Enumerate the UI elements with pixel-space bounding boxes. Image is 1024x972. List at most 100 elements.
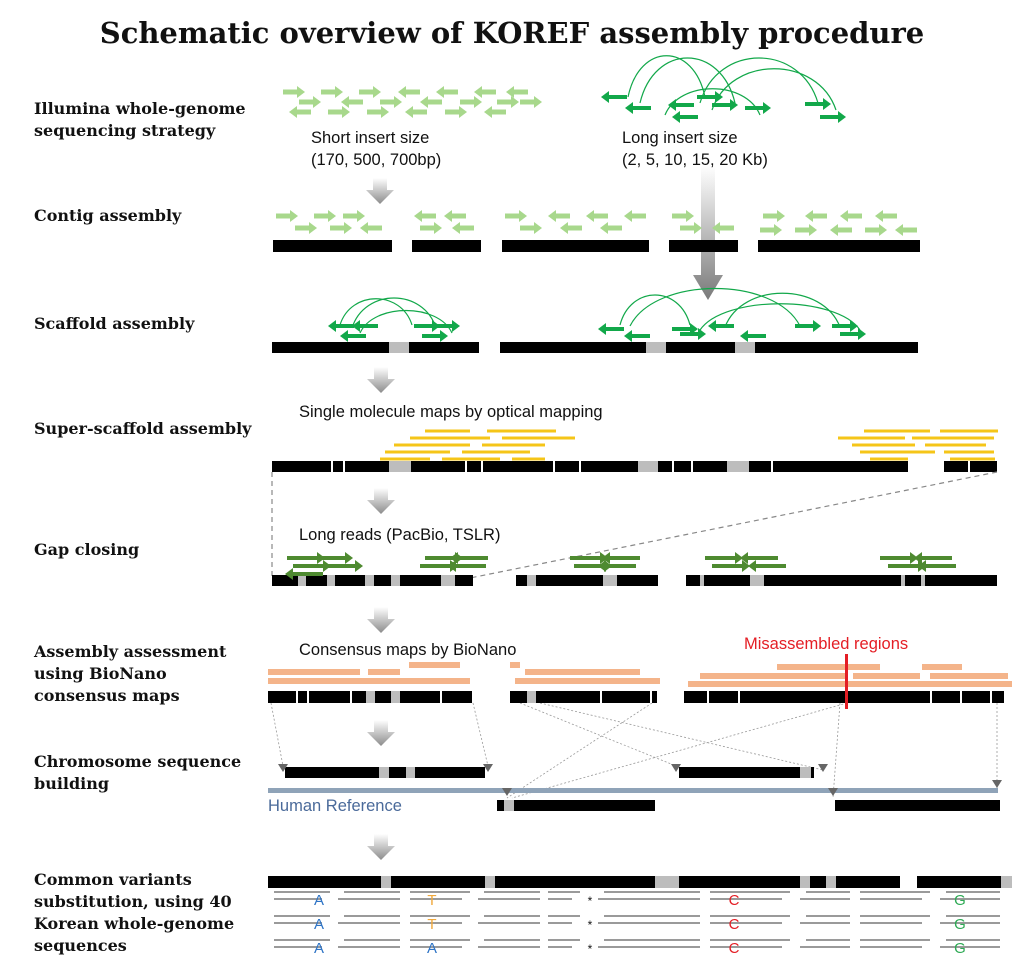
- contig-read: [875, 210, 897, 222]
- long-insert-read: [805, 98, 831, 110]
- short-insert-read: [497, 96, 519, 108]
- step-scaffold-assembly: Scaffold assembly: [34, 314, 195, 333]
- sequence-gap: [365, 575, 374, 586]
- map-break: [465, 461, 467, 472]
- variant-base-A: A: [427, 940, 437, 957]
- contig-read: [760, 224, 782, 236]
- map-break: [307, 691, 309, 703]
- mapping-guide: [511, 702, 848, 799]
- long-insert-label: Long insert size (2, 5, 10, 15, 20 Kb): [622, 129, 768, 169]
- read-head: [420, 96, 428, 108]
- sequence-gap: [901, 575, 905, 586]
- read-head: [586, 210, 594, 222]
- consensus-map-segment: [268, 678, 470, 684]
- chromosome-block-1: [285, 767, 485, 778]
- read-head: [809, 224, 817, 236]
- contig-read: [276, 210, 298, 222]
- contig-read: [520, 222, 542, 234]
- read-head: [444, 210, 452, 222]
- short-insert-read: [436, 86, 458, 98]
- flow-arrow-3: [367, 488, 395, 514]
- long-read: [325, 560, 363, 572]
- read-head: [340, 330, 348, 342]
- contig-bar: [510, 691, 657, 703]
- long-insert-link: [627, 55, 706, 98]
- read-head: [313, 96, 321, 108]
- read-head: [355, 560, 363, 572]
- read-head: [598, 323, 606, 335]
- map-break: [440, 691, 442, 703]
- sequence-gap: [655, 876, 679, 888]
- read-head: [484, 106, 492, 118]
- gap-closing-scaffold-3: [686, 575, 997, 586]
- read-head: [914, 552, 922, 564]
- mapping-guide: [519, 702, 677, 767]
- sequence-gap: [826, 876, 836, 888]
- long-read: [705, 552, 743, 564]
- flow-arrow-4: [367, 607, 395, 633]
- scaffold-read: [434, 320, 460, 332]
- mapping-arrowhead: [818, 764, 828, 772]
- scaffold-read: [832, 320, 858, 332]
- read-head: [838, 111, 846, 123]
- sequence-gap: [389, 461, 411, 472]
- long-insert-link: [664, 88, 761, 116]
- contig-bar: [268, 876, 900, 888]
- long-read: [598, 560, 636, 572]
- mapping-guide: [270, 702, 284, 767]
- final-assembly-2: [917, 876, 1011, 888]
- scaffold-2: [500, 342, 918, 353]
- short-insert-read: [420, 96, 442, 108]
- read-head: [342, 106, 350, 118]
- contig-4: [669, 240, 738, 252]
- read-head: [360, 222, 368, 234]
- sequence-gap: [391, 691, 400, 703]
- step-illumina-sequencing: Illumina whole-genome sequencing strateg…: [34, 99, 246, 140]
- contig-bar: [684, 691, 1004, 703]
- variant-base-A: A: [314, 916, 324, 933]
- read-head: [309, 222, 317, 234]
- contig-bar: [273, 240, 392, 252]
- short-insert-read: [380, 96, 402, 108]
- contig-read: [624, 210, 646, 222]
- read-head: [452, 222, 460, 234]
- contig-bar: [516, 575, 658, 586]
- assessment-scaffold-1: [268, 691, 472, 703]
- sequence-gap: [389, 342, 409, 353]
- step-variant-substitution: Common variants substitution, using 40 K…: [34, 870, 235, 955]
- contig-read: [330, 222, 352, 234]
- variant-base-T: T: [427, 916, 436, 933]
- scaffold-1: [272, 342, 479, 353]
- long-read: [448, 560, 486, 572]
- contig-read: [795, 224, 817, 236]
- read-head: [850, 320, 858, 332]
- scaffold-read: [624, 330, 650, 342]
- consensus-map-segment: [853, 673, 920, 679]
- sequence-gap: [381, 876, 391, 888]
- read-head: [434, 222, 442, 234]
- read-head: [830, 224, 838, 236]
- step-chromosome-building: Chromosome sequence building: [34, 752, 242, 793]
- short-insert-read: [474, 86, 496, 98]
- flow-arrow-2: [367, 367, 395, 393]
- contig-read: [830, 224, 852, 236]
- short-insert-read: [520, 96, 542, 108]
- mapping-guide: [832, 702, 841, 799]
- scaffold-read: [328, 320, 354, 332]
- contig-read: [865, 224, 887, 236]
- sequence-gap: [298, 575, 306, 586]
- contig-read: [672, 210, 694, 222]
- assessment-scaffold-3: [684, 691, 1004, 703]
- read-head: [730, 99, 738, 111]
- flow-arrow-5: [367, 720, 395, 746]
- scaffold-read: [795, 320, 821, 332]
- map-break: [296, 691, 298, 703]
- chromosome-block-3: [497, 800, 655, 811]
- mapping-arrowhead: [278, 764, 288, 772]
- sequence-gap: [638, 461, 658, 472]
- contig-read: [343, 210, 365, 222]
- read-head: [598, 560, 606, 572]
- long-insert-flow-arrow: [693, 166, 723, 300]
- read-head: [357, 210, 365, 222]
- long-read: [315, 552, 353, 564]
